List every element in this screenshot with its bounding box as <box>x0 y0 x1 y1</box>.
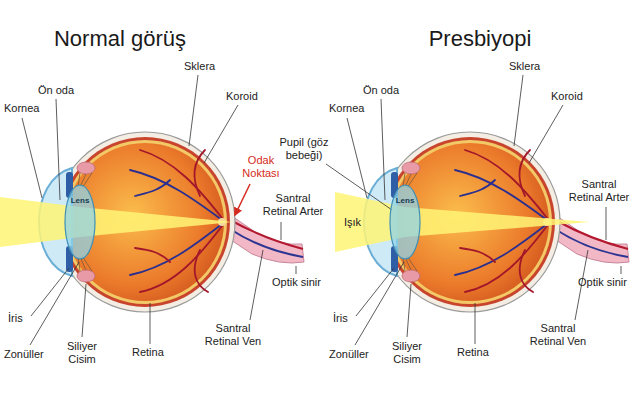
leader-line <box>56 99 60 200</box>
part-label: Retina <box>457 346 489 359</box>
lens-shape <box>64 184 96 260</box>
part-label: Optik sinir <box>272 276 321 289</box>
lens-label: Lens <box>64 184 96 205</box>
part-label: Santral Retinal Ven <box>200 322 266 348</box>
leader-line <box>475 303 476 344</box>
leader-line <box>326 164 392 210</box>
part-label: Koroid <box>551 90 583 103</box>
part-label: Ön oda <box>38 84 74 97</box>
leader-line <box>529 105 563 163</box>
leader-line <box>31 268 69 316</box>
part-label: Siliyer Cisim <box>58 340 106 366</box>
part-label: İris <box>333 312 348 325</box>
part-label: Optik sinir <box>578 276 627 289</box>
light-beam <box>0 197 233 247</box>
leader-line <box>30 262 79 345</box>
artery <box>195 250 208 292</box>
part-label: Sklera <box>184 60 215 73</box>
artery <box>140 226 222 292</box>
part-label: Kornea <box>4 102 39 115</box>
part-label: Pupil (göz bebeği) <box>276 136 332 162</box>
leader-lines <box>22 75 621 345</box>
vein <box>130 224 222 275</box>
leader-line <box>606 207 607 240</box>
part-label: Sklera <box>509 60 540 73</box>
panel-title: Presbiyopi <box>400 26 560 52</box>
leader-line <box>189 75 198 146</box>
leader-line <box>347 118 367 198</box>
leader-line <box>281 222 282 240</box>
vein <box>230 229 303 257</box>
part-label: Retina <box>132 346 164 359</box>
panel-title: Normal görüş <box>40 26 200 52</box>
artery <box>135 248 170 262</box>
leader-line <box>204 105 238 163</box>
leader-line <box>296 266 297 274</box>
lens-shape <box>389 184 421 260</box>
part-label: Santral Retinal Ven <box>525 322 591 348</box>
vein <box>135 180 170 196</box>
leader-line <box>250 250 263 320</box>
part-label: Ön oda <box>363 84 399 97</box>
light-label: Işık <box>344 216 361 229</box>
ciliary-body <box>77 162 95 174</box>
artery <box>140 150 222 218</box>
part-label: Kornea <box>329 102 364 115</box>
focus-arrow <box>235 184 250 215</box>
part-label: Zonüller <box>4 348 44 361</box>
artery <box>232 221 303 249</box>
lens-outline <box>65 185 95 259</box>
leader-line <box>381 99 385 200</box>
part-label: Santral Retinal Arter <box>566 178 632 204</box>
lens: Lens <box>389 184 421 260</box>
lens-outline <box>390 185 420 259</box>
lens-label: Lens <box>389 184 421 205</box>
vein <box>130 170 222 220</box>
leader-line <box>22 118 42 198</box>
artery <box>195 150 205 196</box>
leader-line <box>407 284 411 337</box>
light-beam <box>335 192 590 252</box>
leader-line <box>356 268 394 316</box>
leader-line <box>621 266 622 274</box>
part-label: Koroid <box>226 90 258 103</box>
leader-line <box>82 284 86 337</box>
leader-line <box>150 303 151 344</box>
part-label: Siliyer Cisim <box>383 340 431 366</box>
focus-label: Odak Noktası <box>236 154 286 180</box>
part-label: Zonüller <box>329 348 369 361</box>
part-label: Santral Retinal Arter <box>260 192 326 218</box>
leader-line <box>514 75 523 146</box>
ciliary-body <box>77 270 95 282</box>
part-label: İris <box>8 312 23 325</box>
lens: Lens <box>64 184 96 260</box>
leader-line <box>355 262 404 345</box>
